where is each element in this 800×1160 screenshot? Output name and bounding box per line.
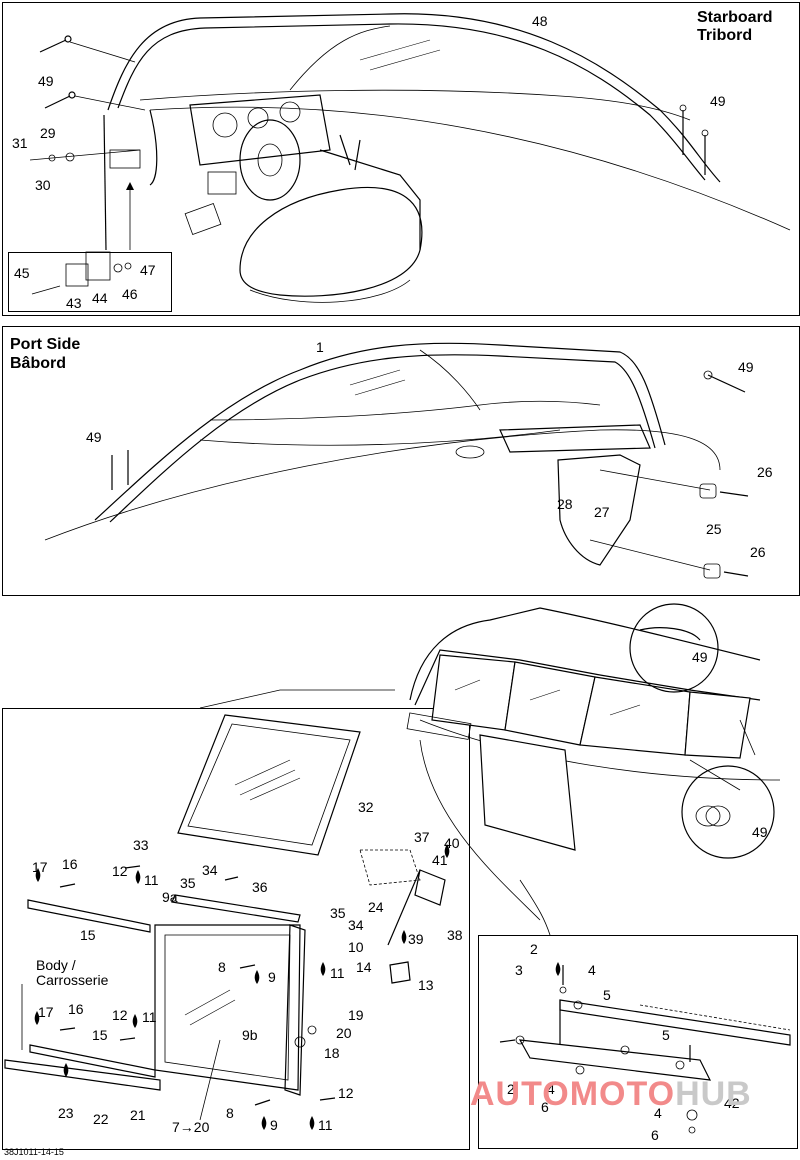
callout: 31 xyxy=(12,135,28,151)
callout: 49 xyxy=(86,429,102,445)
callout: 49 xyxy=(692,649,708,665)
callout: 46 xyxy=(122,286,138,302)
callout: 24 xyxy=(368,899,384,915)
bracket-detail-drawing xyxy=(499,965,791,1134)
callout: 21 xyxy=(130,1107,146,1123)
callout: 47 xyxy=(140,262,156,278)
callout: 14 xyxy=(356,959,372,975)
callout: 22 xyxy=(93,1111,109,1127)
callout: 38 xyxy=(447,927,463,943)
callout: 4 xyxy=(547,1081,555,1097)
callout: 11 xyxy=(144,872,159,888)
callout: 9b xyxy=(242,1027,258,1043)
callout: 39 xyxy=(408,931,424,947)
callout: 2 xyxy=(507,1081,515,1097)
callout: 4 xyxy=(588,962,596,978)
callout: 6 xyxy=(541,1099,549,1115)
callout: 10 xyxy=(348,939,364,955)
callout: 9 xyxy=(268,969,276,985)
starboard-subtitle: Tribord xyxy=(697,27,753,44)
callout: 43 xyxy=(66,295,82,311)
sliding-window-exploded-drawing xyxy=(4,714,446,1121)
inset-bracket-parts xyxy=(31,251,132,295)
callout: 5 xyxy=(603,987,611,1003)
callout: 25 xyxy=(706,521,722,537)
watermark-text-primary: AUTOMOTO xyxy=(470,1075,676,1113)
callout: 12 xyxy=(338,1085,354,1101)
callout: 19 xyxy=(348,1007,364,1023)
callout: 26 xyxy=(757,464,773,480)
callout: 49 xyxy=(752,824,768,840)
callout: 17 xyxy=(38,1004,54,1020)
callout: 4 xyxy=(654,1105,662,1121)
document-reference: 38J1011-14-15 xyxy=(4,1147,64,1157)
callout: 29 xyxy=(40,125,56,141)
callout: 9a xyxy=(162,889,178,905)
callout: 42 xyxy=(724,1095,740,1111)
callout: 23 xyxy=(58,1105,74,1121)
callout: 1 xyxy=(316,339,324,355)
drop-icons xyxy=(34,844,561,1130)
callout: 49 xyxy=(710,93,726,109)
callout: 5 xyxy=(662,1027,670,1043)
callout: 36 xyxy=(252,879,268,895)
callout: 15 xyxy=(80,927,96,943)
callout: 35 xyxy=(330,905,346,921)
port-side-subtitle: Bâbord xyxy=(10,355,66,372)
callout: 30 xyxy=(35,177,51,193)
callout: 11 xyxy=(318,1117,333,1133)
callout: 44 xyxy=(92,290,108,306)
bracket-inset xyxy=(8,252,172,312)
callout: 16 xyxy=(62,856,78,872)
callout: 8 xyxy=(226,1105,234,1121)
callout: 35 xyxy=(180,875,196,891)
callout: 3 xyxy=(515,962,523,978)
port-side-panel xyxy=(2,326,800,596)
callout: 49 xyxy=(738,359,754,375)
windshield-port-drawing xyxy=(44,342,749,579)
callout: 20 xyxy=(336,1025,352,1041)
callout: 48 xyxy=(532,13,548,29)
windshield-assembly-drawing xyxy=(199,603,781,936)
callout: 27 xyxy=(594,504,610,520)
callout: 12 xyxy=(112,863,128,879)
callout: 33 xyxy=(133,837,149,853)
callout: 40 xyxy=(444,835,460,851)
callout: 16 xyxy=(68,1001,84,1017)
callout: 7→20 xyxy=(172,1119,210,1135)
callout: 32 xyxy=(358,799,374,815)
callout: 6 xyxy=(651,1127,659,1143)
watermark-text-secondary: HUB xyxy=(675,1075,752,1113)
callout: 49 xyxy=(38,73,54,89)
callout: 15 xyxy=(92,1027,108,1043)
body-label-fr: Carrosserie xyxy=(36,972,109,988)
callout: 13 xyxy=(418,977,434,993)
bracket-detail-panel xyxy=(478,935,798,1149)
callout: 2 xyxy=(530,941,538,957)
callout: 28 xyxy=(557,496,573,512)
callout: 41 xyxy=(432,852,448,868)
callout: 11 xyxy=(330,965,345,981)
callout: 18 xyxy=(324,1045,340,1061)
callout: 12 xyxy=(112,1007,128,1023)
port-side-title: Port Side xyxy=(10,336,81,353)
callout: 34 xyxy=(348,917,364,933)
callout: 45 xyxy=(14,265,30,281)
windshield-starboard-drawing xyxy=(29,13,791,303)
callout: 26 xyxy=(750,544,766,560)
callout: 8 xyxy=(218,959,226,975)
watermark-logo: AUTOMOTOHUB xyxy=(470,1075,752,1114)
callout: 34 xyxy=(202,862,218,878)
callout: 17 xyxy=(32,859,48,875)
callout: 11 xyxy=(142,1009,157,1025)
body-label: Body / xyxy=(36,957,76,973)
callout: 37 xyxy=(414,829,430,845)
callout: 9 xyxy=(270,1117,278,1133)
starboard-title: Starboard xyxy=(697,9,773,26)
